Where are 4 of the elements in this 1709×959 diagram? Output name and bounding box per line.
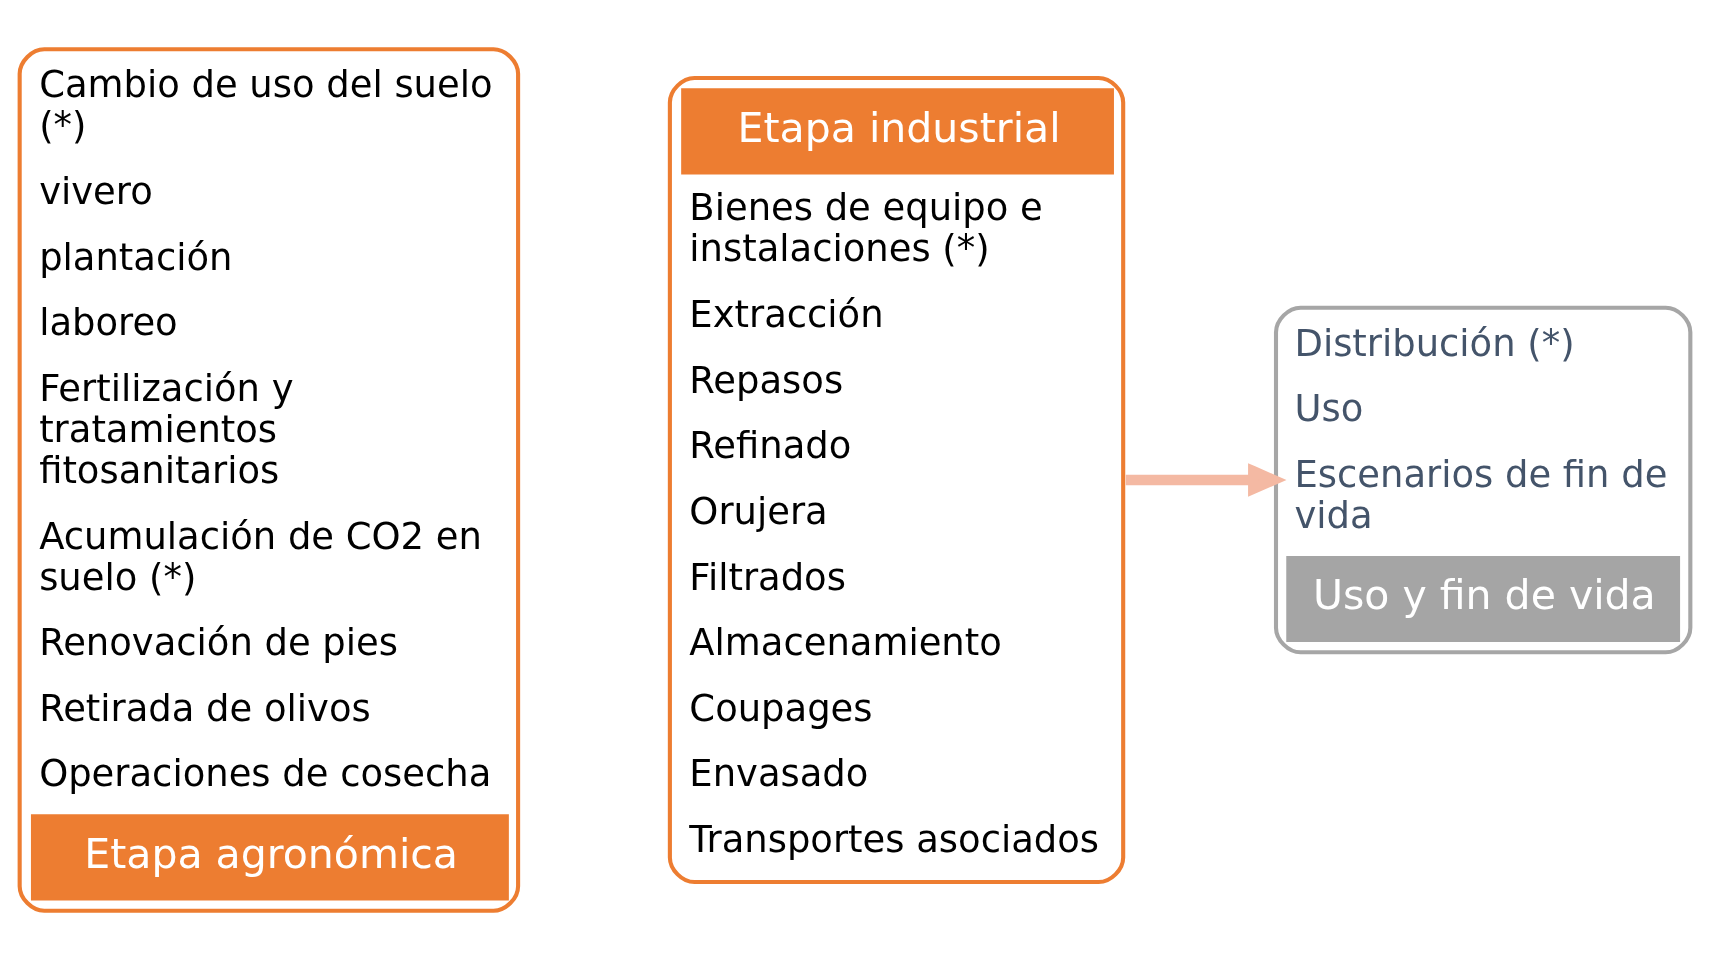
node-box: Distribución (*) Uso Escenarios de fin de vida Uso y fin de vida xyxy=(1273,305,1692,654)
node-box: Etapa industrial Bienes de equipo e instalaciones (*) Extracción Repasos Refinado Orujera Filtrados Almacenamiento Coupages Envasado Transportes asociados xyxy=(667,75,1125,884)
arrow xyxy=(1125,462,1286,497)
node-box: Cambio de uso del suelo (*) vivero plantación laboreo Fertilización y tratamientos fitosanitarios Acumulación de CO2 en suelo (*) Renovación de pies Retirada de olivos Operaciones de cosecha Etapa agronómica xyxy=(17,46,520,913)
